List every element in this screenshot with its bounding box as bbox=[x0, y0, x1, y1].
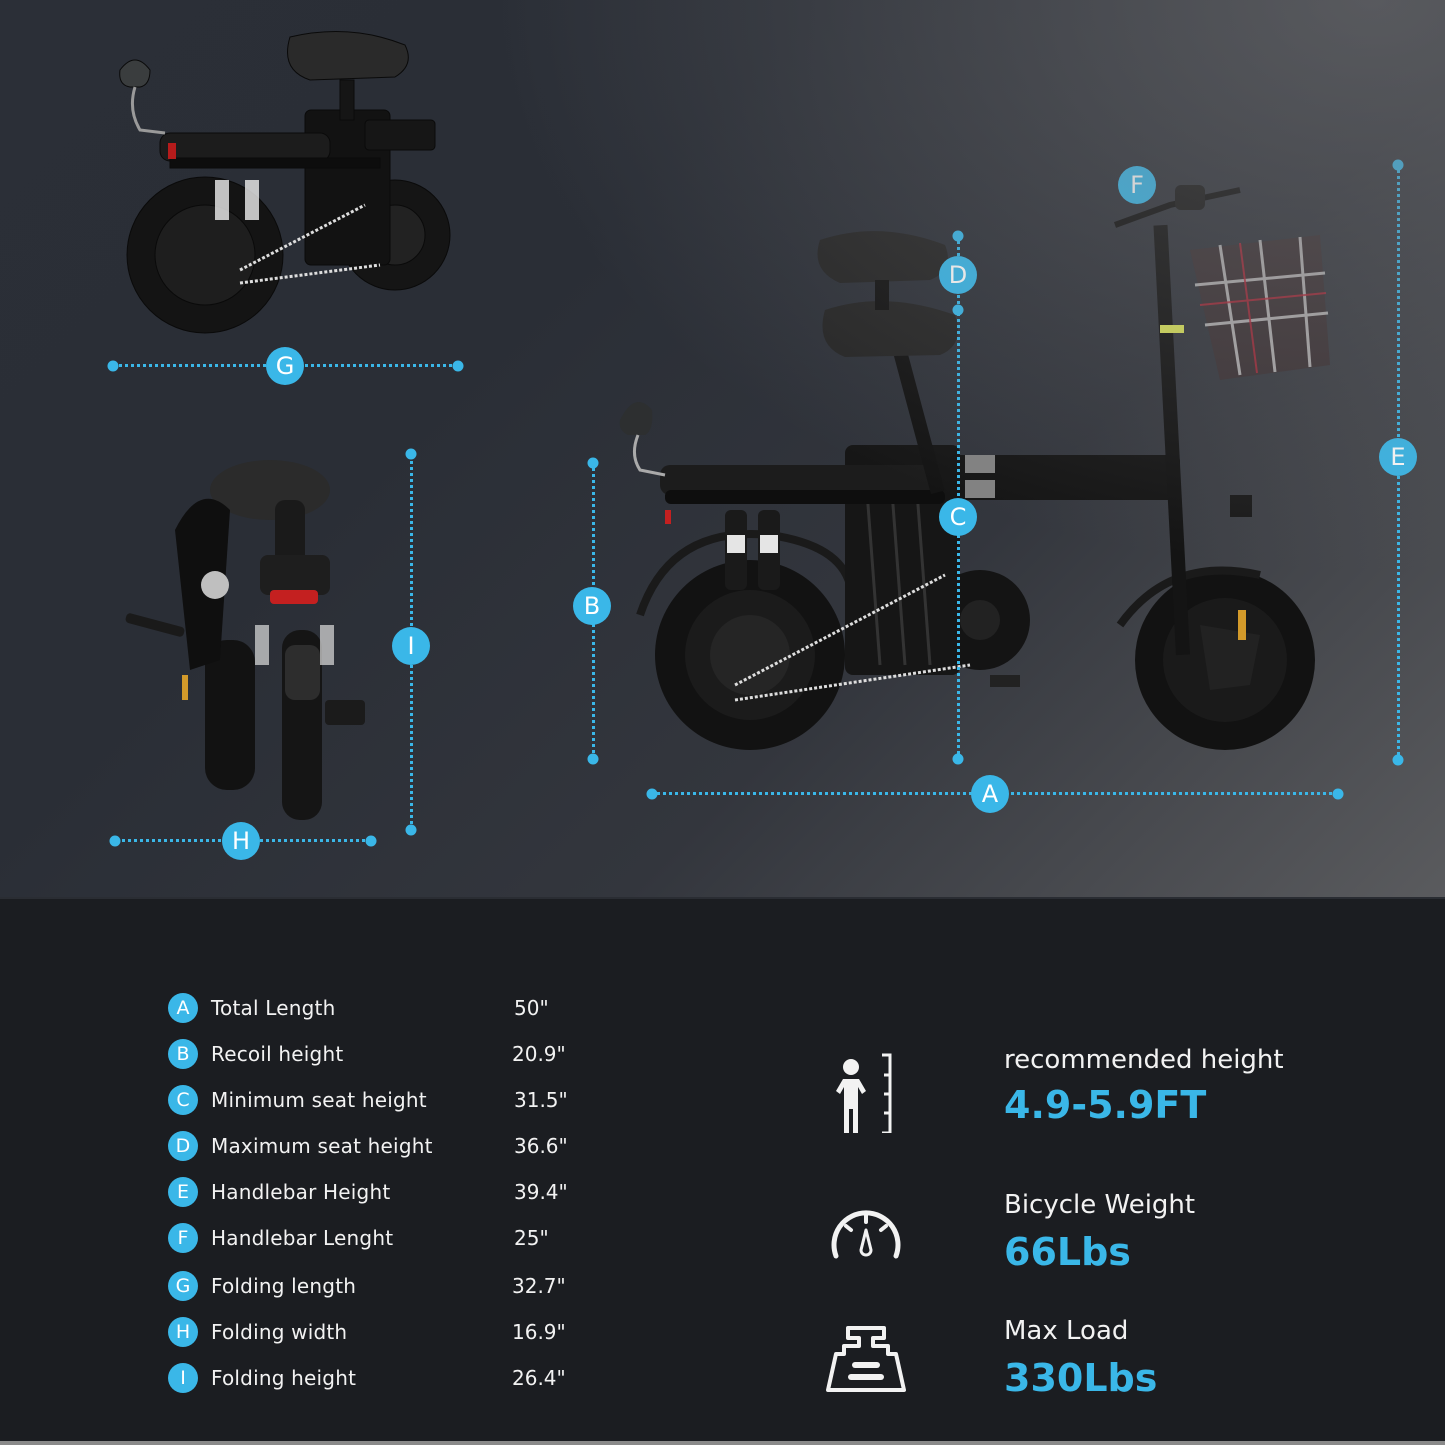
spec-row-b: B Recoil height 20.9" bbox=[168, 1031, 588, 1077]
spec-row-c: C Minimum seat height 31.5" bbox=[168, 1077, 588, 1123]
spec-label: Total Length bbox=[211, 996, 336, 1020]
spec-label: Handlebar Height bbox=[211, 1180, 391, 1204]
highlight-value: 66Lbs bbox=[1004, 1230, 1131, 1274]
spec-badge: D bbox=[168, 1131, 198, 1161]
spec-label: Folding width bbox=[211, 1320, 348, 1344]
unfolded-bike-side-image bbox=[619, 185, 1330, 750]
folded-bike-rear-image bbox=[125, 460, 365, 820]
spec-badge: I bbox=[168, 1363, 198, 1393]
spec-badge: B bbox=[168, 1039, 198, 1069]
dimension-diagram: G I H bbox=[0, 0, 1445, 897]
marker-c: C bbox=[939, 498, 977, 536]
highlight-max-load: Max Load 330Lbs bbox=[826, 1316, 1346, 1416]
marker-h: H bbox=[222, 822, 260, 860]
spec-label: Maximum seat height bbox=[211, 1134, 433, 1158]
spec-badge: A bbox=[168, 993, 198, 1023]
spec-value: 20.9" bbox=[512, 1042, 566, 1066]
spec-row-g: G Folding length 32.7" bbox=[168, 1263, 588, 1309]
marker-g: G bbox=[266, 347, 304, 385]
spec-badge: E bbox=[168, 1177, 198, 1207]
highlight-title: Max Load bbox=[1004, 1316, 1129, 1346]
spec-row-i: I Folding height 26.4" bbox=[168, 1355, 588, 1401]
spec-row-d: D Maximum seat height 36.6" bbox=[168, 1123, 588, 1169]
spec-value: 50" bbox=[514, 996, 549, 1020]
specs-panel bbox=[0, 897, 1445, 1445]
spec-row-f: F Handlebar Lenght 25" bbox=[168, 1215, 588, 1261]
marker-d: D bbox=[939, 256, 977, 294]
spec-row-e: E Handlebar Height 39.4" bbox=[168, 1169, 588, 1215]
weight-scale-icon bbox=[826, 1326, 906, 1392]
spec-row-a: A Total Length 50" bbox=[168, 985, 588, 1031]
folded-bike-side-image bbox=[119, 31, 451, 334]
spec-list: A Total Length 50" B Recoil height 20.9"… bbox=[168, 985, 588, 1401]
highlight-bicycle-weight: Bicycle Weight 66Lbs bbox=[826, 1190, 1346, 1290]
spec-label: Recoil height bbox=[211, 1042, 344, 1066]
highlight-recommended-height: recommended height 4.9-5.9FT bbox=[826, 1045, 1346, 1145]
highlight-title: recommended height bbox=[1004, 1045, 1284, 1075]
spec-label: Folding length bbox=[211, 1274, 357, 1298]
spec-value: 25" bbox=[514, 1226, 549, 1250]
highlight-value: 330Lbs bbox=[1004, 1356, 1158, 1400]
marker-e: E bbox=[1379, 438, 1417, 476]
spec-value: 36.6" bbox=[514, 1134, 568, 1158]
spec-value: 16.9" bbox=[512, 1320, 566, 1344]
gauge-icon bbox=[831, 1210, 901, 1259]
marker-i: I bbox=[392, 627, 430, 665]
highlight-title: Bicycle Weight bbox=[1004, 1190, 1196, 1220]
marker-b: B bbox=[573, 587, 611, 625]
spec-badge: C bbox=[168, 1085, 198, 1115]
spec-value: 39.4" bbox=[514, 1180, 568, 1204]
spec-row-h: H Folding width 16.9" bbox=[168, 1309, 588, 1355]
spec-badge: H bbox=[168, 1317, 198, 1347]
spec-value: 31.5" bbox=[514, 1088, 568, 1112]
marker-f: F bbox=[1118, 166, 1156, 204]
spec-value: 32.7" bbox=[512, 1274, 566, 1298]
spec-label: Folding height bbox=[211, 1366, 357, 1390]
spec-badge: G bbox=[168, 1271, 198, 1301]
spec-label: Minimum seat height bbox=[211, 1088, 427, 1112]
spec-value: 26.4" bbox=[512, 1366, 566, 1390]
highlight-value: 4.9-5.9FT bbox=[1004, 1083, 1207, 1127]
spec-badge: F bbox=[168, 1223, 198, 1253]
spec-label: Handlebar Lenght bbox=[211, 1226, 394, 1250]
person-height-icon bbox=[836, 1053, 892, 1133]
marker-a: A bbox=[971, 775, 1009, 813]
